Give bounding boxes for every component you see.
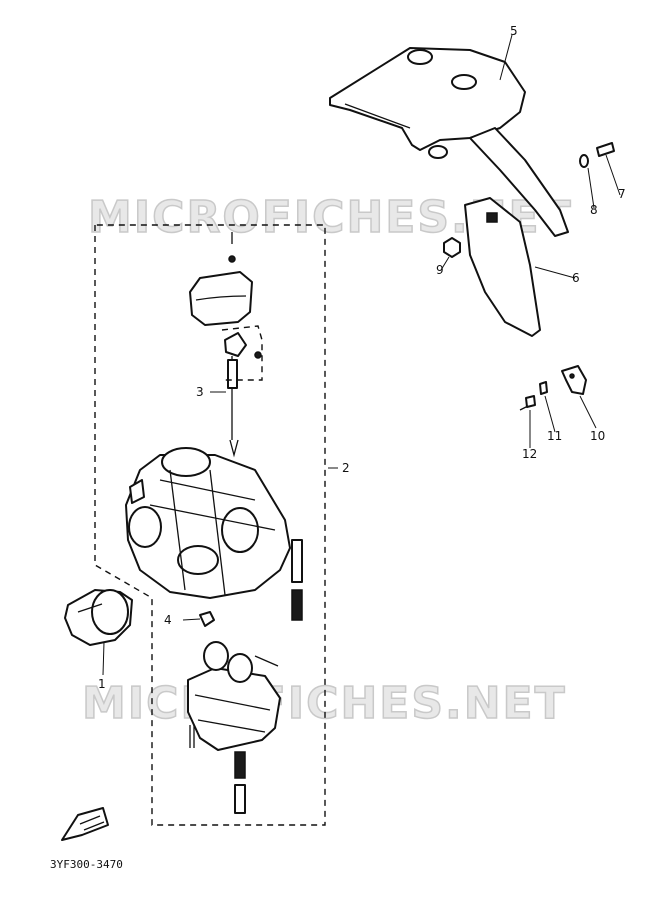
- leader-lines: [102, 34, 621, 676]
- intake-joint-part-1[interactable]: [64, 589, 133, 646]
- callout-3: 3: [196, 385, 204, 399]
- callout-8: 8: [590, 203, 598, 217]
- bolt-part-7[interactable]: [596, 142, 615, 157]
- float-bowl[interactable]: [187, 641, 281, 814]
- callout-1: 1: [98, 677, 106, 691]
- small-bracket-part-10[interactable]: [561, 365, 587, 395]
- drawing-code: 3YF300-3470: [50, 858, 123, 871]
- callout-11: 11: [547, 429, 562, 443]
- carburetor-top-cover[interactable]: [189, 232, 253, 326]
- carburetor-body[interactable]: [125, 447, 303, 621]
- nut-part-9[interactable]: [443, 237, 461, 258]
- needle-valve-part-3[interactable]: [221, 325, 263, 458]
- callout-6: 6: [572, 271, 580, 285]
- washer-part-8[interactable]: [579, 154, 589, 168]
- screw-part-11[interactable]: [539, 381, 548, 395]
- callout-12: 12: [522, 447, 537, 461]
- callout-4: 4: [164, 613, 172, 627]
- plate-part-6[interactable]: [464, 197, 541, 337]
- callout-2: 2: [342, 461, 350, 475]
- callout-10: 10: [590, 429, 605, 443]
- callout-9: 9: [436, 263, 444, 277]
- front-direction-arrow-icon: [61, 807, 109, 841]
- assembly-boundary: [94, 224, 326, 826]
- screw-part-12[interactable]: [519, 395, 536, 411]
- washer-part-4[interactable]: [199, 611, 215, 627]
- watermark-bottom: MICROFICHES.NET: [82, 678, 567, 729]
- bracket-part-5[interactable]: [329, 47, 569, 237]
- callout-5: 5: [510, 24, 518, 38]
- callout-7: 7: [618, 187, 626, 201]
